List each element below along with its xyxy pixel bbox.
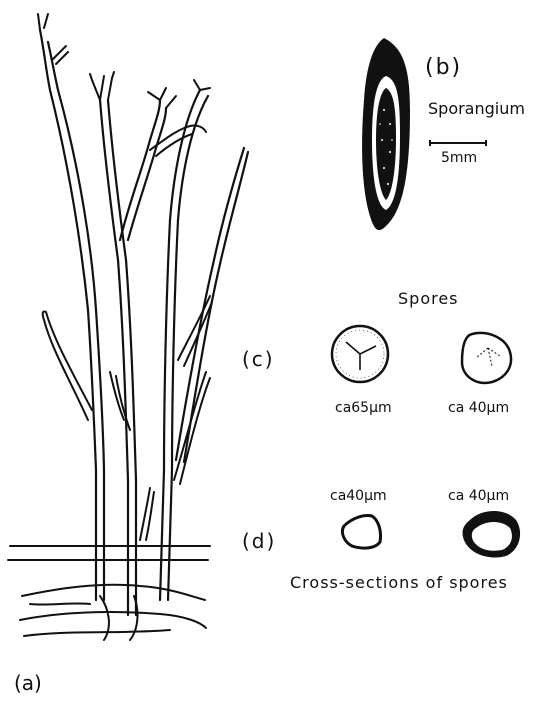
- stem-2-lower-branch: [140, 488, 154, 540]
- stem-2-to-right-branch: [120, 100, 166, 240]
- stem-3-tip: [194, 80, 210, 90]
- sporangium: [362, 38, 410, 230]
- panel-b-label: (b): [425, 55, 462, 80]
- stem-2-tip: [90, 72, 114, 100]
- stem-3-upper: [170, 90, 208, 220]
- stem-2-right-tip: [148, 88, 176, 108]
- spores-heading: Spores: [398, 289, 459, 308]
- plant-illustration: [8, 14, 248, 640]
- panel-d-label: (d): [242, 529, 276, 553]
- stem-3: [160, 220, 178, 600]
- panel-c-label: (c): [242, 347, 275, 371]
- stem-2: [118, 260, 136, 615]
- spore-right-size: ca 40μm: [448, 400, 509, 416]
- stem-3-branch-b: [174, 372, 210, 484]
- spore-round: [462, 333, 511, 383]
- spore-left-size: ca65μm: [335, 400, 392, 416]
- cross-section-caption: Cross-sections of spores: [290, 573, 508, 592]
- sporangium-title: Sporangium: [428, 99, 525, 118]
- stem-1-upper: [40, 30, 96, 310]
- section-right-size: ca 40μm: [448, 488, 509, 504]
- spore-trilete: [332, 326, 388, 382]
- cross-section-thin: [342, 515, 380, 548]
- stem-4-long-right: [176, 148, 248, 462]
- stem-2-branch: [110, 372, 130, 430]
- stem-1: [88, 310, 104, 600]
- stem-1-branch-left: [43, 311, 92, 420]
- scale-bar-label: 5mm: [441, 150, 477, 166]
- panel-a-label: (a): [14, 671, 42, 695]
- section-left-size: ca40μm: [330, 488, 387, 504]
- cross-section-thick: [463, 511, 521, 558]
- rhizome-soil: [20, 585, 206, 640]
